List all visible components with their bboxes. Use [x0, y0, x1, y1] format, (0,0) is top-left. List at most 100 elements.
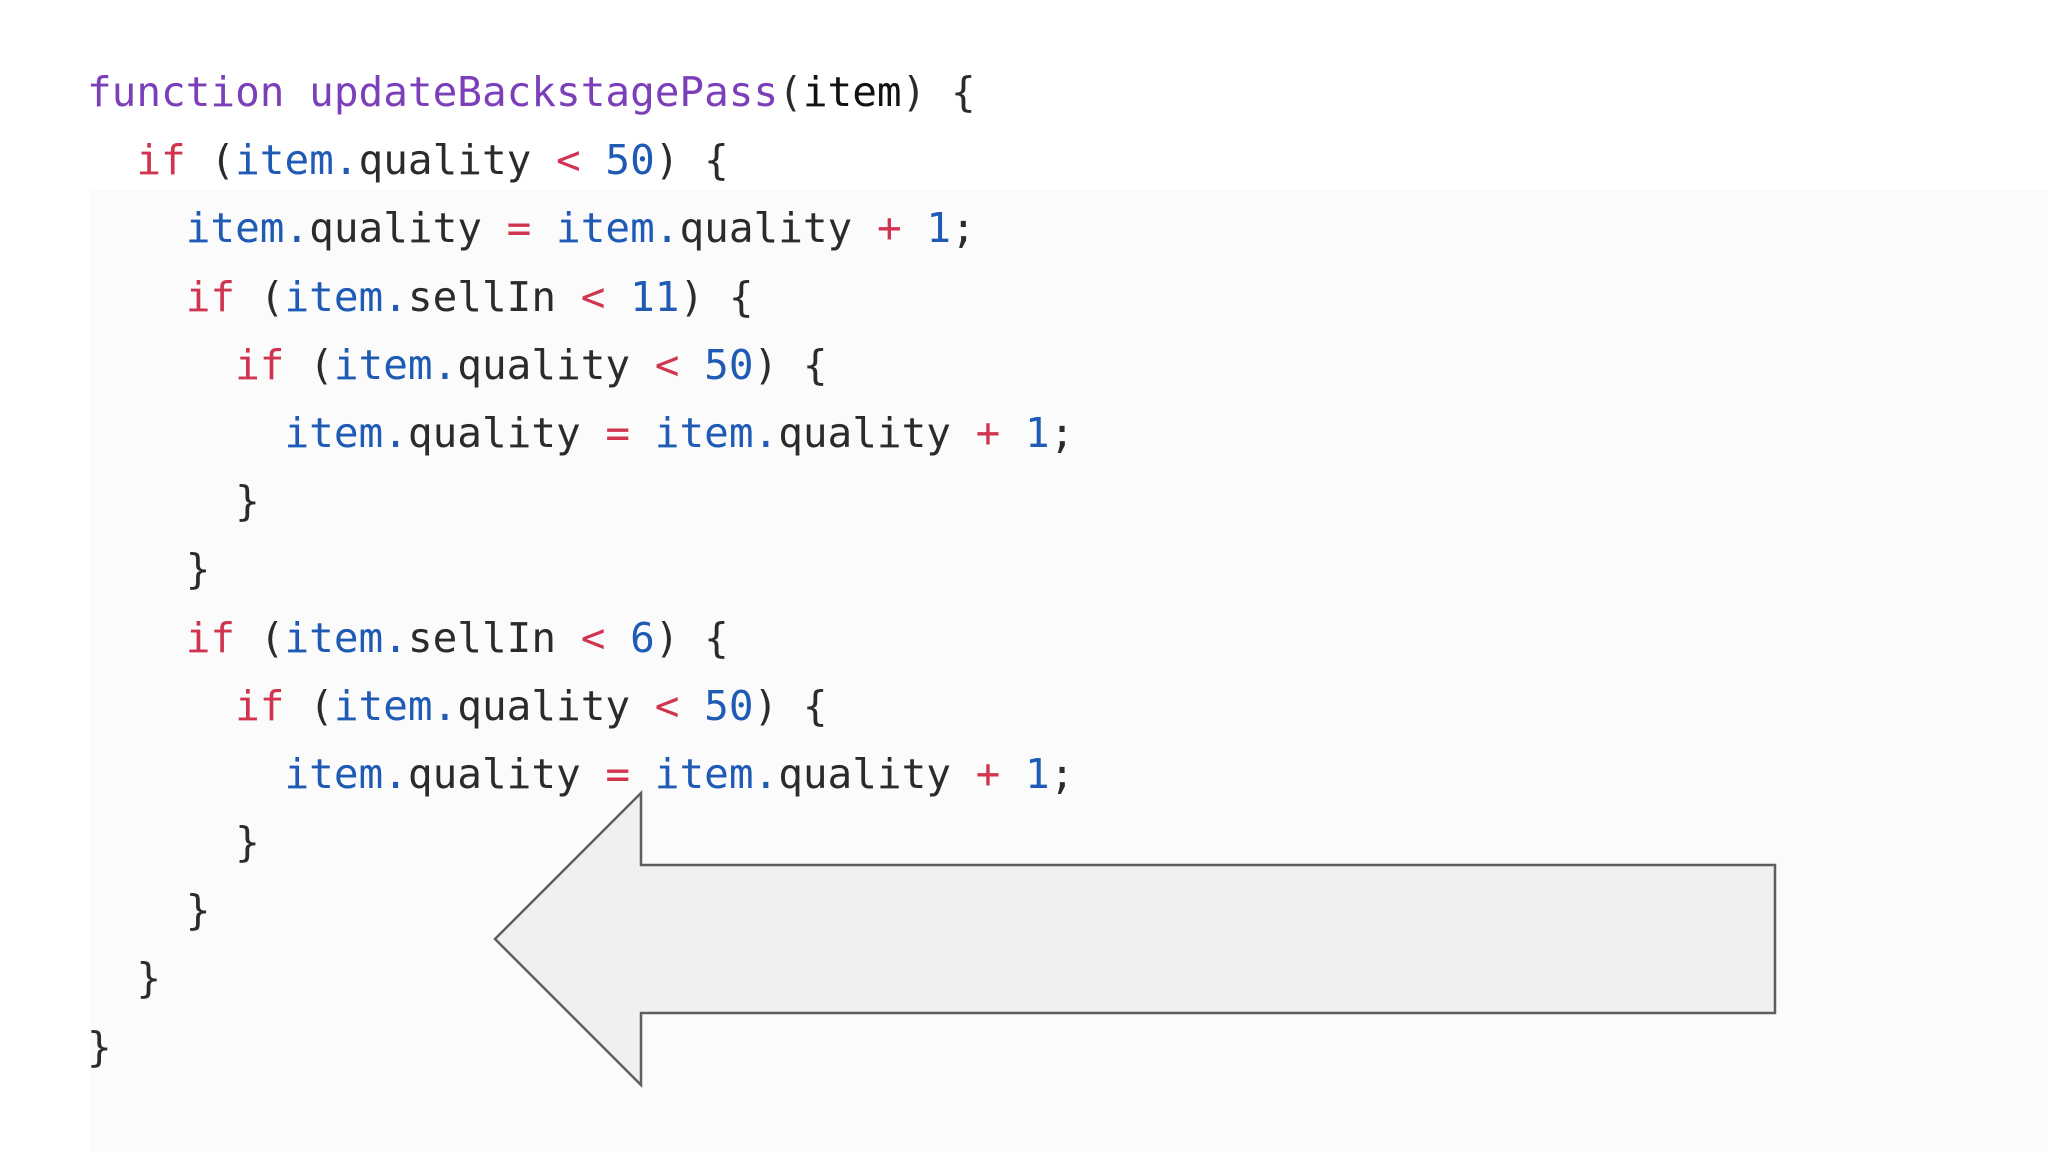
- operator: <: [580, 613, 606, 662]
- keyword: if: [235, 340, 285, 389]
- punctuation: [87, 409, 284, 457]
- punctuation: [87, 682, 235, 730]
- punctuation: ) {: [679, 272, 754, 321]
- punctuation: ) {: [654, 613, 729, 662]
- object-ref: item.: [333, 681, 458, 730]
- code-line: }: [87, 876, 1074, 944]
- number-literal: 6: [630, 613, 655, 662]
- property-name: sellIn: [407, 272, 557, 321]
- punctuation: ) {: [901, 68, 976, 116]
- number-literal: 50: [605, 136, 655, 185]
- keyword-function: function: [87, 68, 285, 116]
- code-line: item.quality = item.quality + 1;: [87, 194, 1074, 262]
- number-literal: 50: [704, 681, 754, 730]
- punctuation: ) {: [753, 340, 828, 389]
- code-line: }: [87, 1013, 1074, 1081]
- punctuation: [531, 136, 556, 184]
- punctuation: [852, 204, 877, 252]
- code-line: }: [87, 808, 1074, 876]
- punctuation: }: [87, 545, 211, 594]
- number-literal: 1: [1025, 749, 1050, 798]
- property-name: quality: [457, 681, 631, 730]
- punctuation: [679, 341, 704, 389]
- punctuation: ) {: [753, 681, 828, 730]
- punctuation: [951, 409, 976, 457]
- punctuation: [630, 682, 655, 730]
- punctuation: (: [185, 136, 236, 185]
- property-name: quality: [309, 204, 482, 253]
- object-ref: item.: [333, 340, 458, 389]
- parameter: item: [802, 68, 902, 116]
- code-line: }: [87, 467, 1074, 535]
- punctuation: [679, 682, 704, 730]
- operator: <: [580, 272, 606, 321]
- keyword: if: [136, 136, 186, 185]
- number-literal: 11: [630, 272, 680, 321]
- punctuation: [581, 750, 606, 798]
- object-ref: item.: [654, 408, 779, 457]
- object-ref: item.: [284, 613, 408, 662]
- code-line: if (item.sellIn < 11) {: [87, 263, 1074, 331]
- punctuation: ) {: [654, 136, 729, 185]
- operator: +: [975, 408, 1001, 457]
- code-line: if (item.sellIn < 6) {: [87, 604, 1074, 672]
- punctuation: }: [87, 1022, 112, 1071]
- punctuation: [951, 750, 976, 798]
- object-ref: item.: [284, 272, 408, 321]
- property-name: quality: [778, 408, 951, 457]
- punctuation: [605, 614, 630, 662]
- code-line: if (item.quality < 50) {: [87, 331, 1074, 399]
- property-name: quality: [407, 408, 581, 457]
- punctuation: [531, 204, 556, 252]
- punctuation: [87, 614, 186, 662]
- keyword: if: [235, 681, 285, 730]
- number-literal: 1: [926, 204, 951, 253]
- punctuation: [630, 341, 655, 389]
- number-literal: 50: [704, 340, 754, 389]
- punctuation: [581, 409, 606, 457]
- property-name: quality: [457, 340, 631, 389]
- property-name: quality: [679, 204, 853, 253]
- punctuation: [630, 409, 655, 457]
- punctuation: }: [87, 818, 260, 867]
- punctuation: ;: [1049, 408, 1075, 457]
- punctuation: [87, 273, 186, 321]
- code-line: if (item.quality < 50) {: [87, 126, 1074, 194]
- operator: =: [605, 408, 631, 457]
- punctuation: [605, 273, 630, 321]
- punctuation: [87, 750, 284, 798]
- property-name: quality: [358, 136, 532, 185]
- operator: =: [605, 749, 631, 798]
- object-ref: item.: [284, 749, 408, 798]
- punctuation: (: [235, 613, 285, 662]
- operator: +: [975, 749, 1001, 798]
- operator: +: [876, 204, 902, 253]
- punctuation: }: [87, 886, 211, 935]
- punctuation: (: [284, 681, 334, 730]
- punctuation: [87, 341, 235, 389]
- punctuation: [902, 204, 927, 252]
- punctuation: (: [778, 68, 803, 116]
- punctuation: [284, 68, 309, 116]
- punctuation: ;: [1049, 749, 1075, 798]
- punctuation: [556, 273, 581, 321]
- punctuation: [87, 136, 136, 184]
- punctuation: (: [235, 272, 285, 321]
- object-ref: item.: [284, 408, 408, 457]
- code-line: function updateBackstagePass(item) {: [87, 58, 1074, 126]
- code-line: item.quality = item.quality + 1;: [87, 399, 1074, 467]
- code-line: }: [87, 944, 1074, 1012]
- property-name: quality: [778, 749, 951, 798]
- operator: <: [654, 681, 680, 730]
- object-ref: item.: [185, 204, 310, 253]
- operator: =: [506, 204, 532, 253]
- object-ref: item.: [235, 136, 359, 185]
- punctuation: }: [87, 477, 260, 526]
- object-ref: item.: [654, 749, 779, 798]
- code-line: }: [87, 535, 1074, 603]
- punctuation: [482, 204, 507, 252]
- function-name: updateBackstagePass: [309, 68, 779, 116]
- punctuation: ;: [951, 204, 976, 253]
- property-name: quality: [407, 749, 581, 798]
